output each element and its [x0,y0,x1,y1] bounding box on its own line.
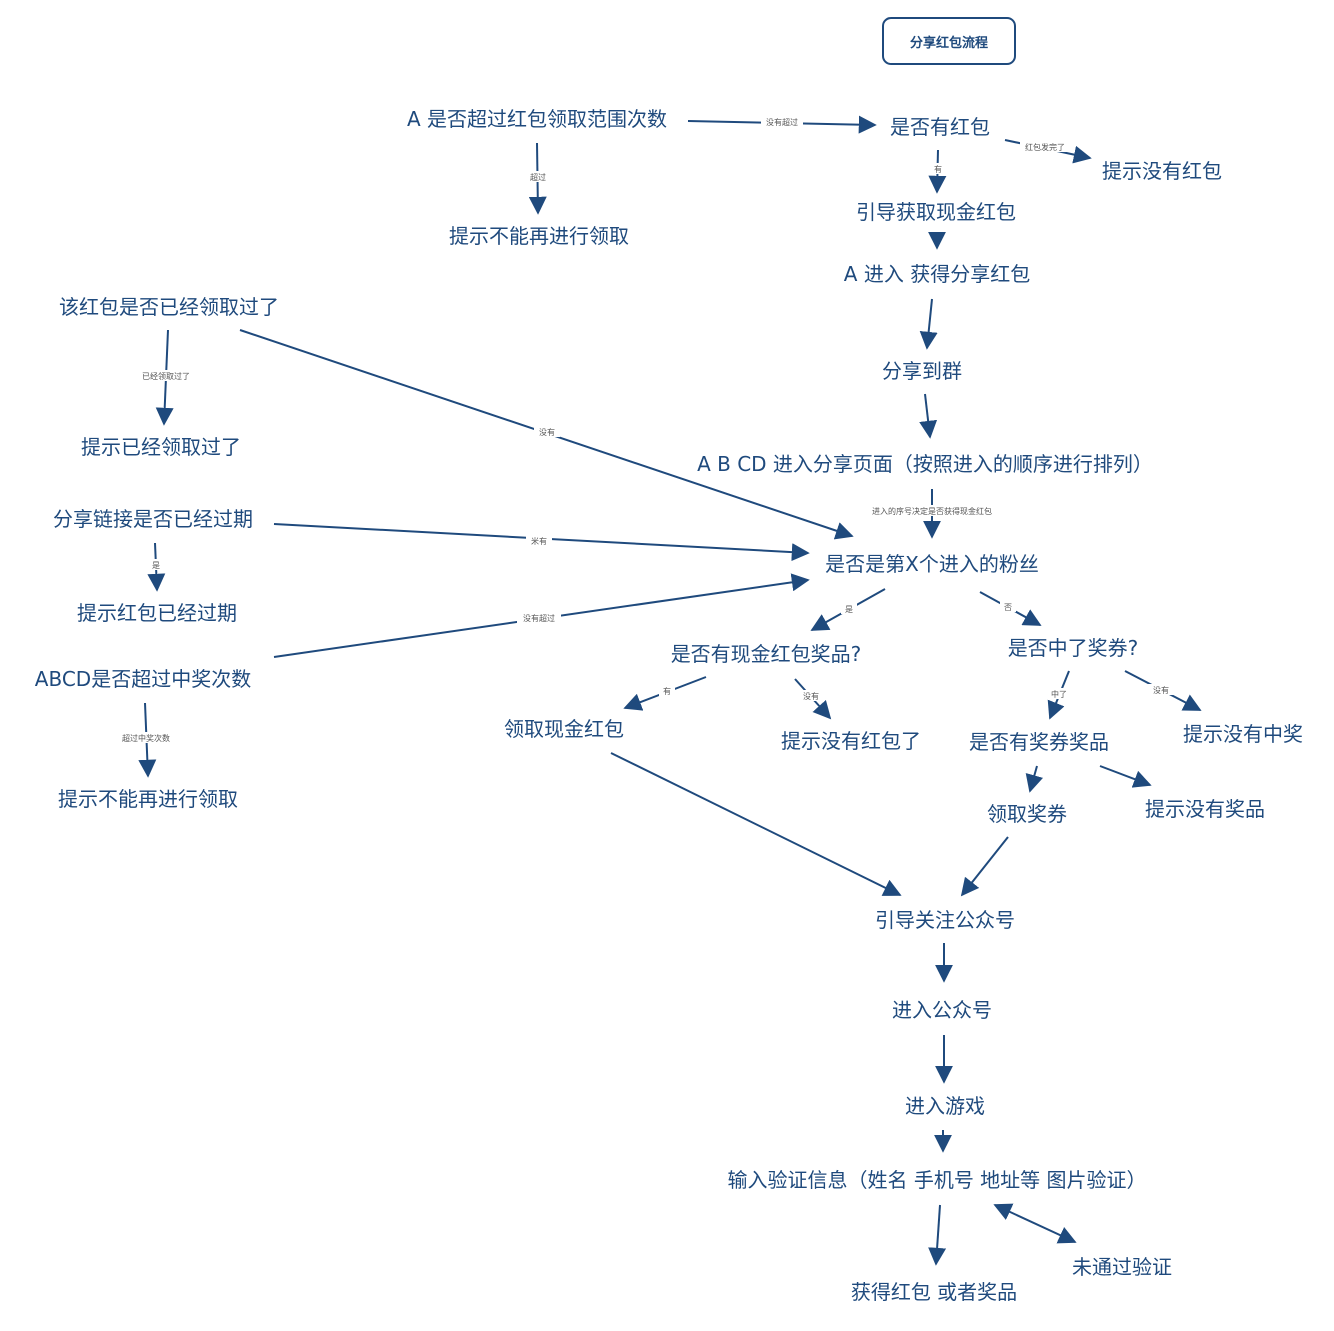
edge-label: 没有超过 [766,117,798,127]
edge-hascoupon-to-tipnoprize [1099,765,1152,788]
node-tip-expired: 提示红包已经过期 [77,601,237,625]
edge-label: 进入的序号决定是否获得现金红包 [872,506,992,516]
edge-label: 超过 [530,172,546,182]
diagram-title: 分享红包流程 [882,17,1016,65]
node-tip-no-rp-left: 提示没有红包了 [781,729,921,753]
node-guide-follow: 引导关注公众号 [875,908,1015,932]
node-a-enter: A 进入 获得分享红包 [843,262,1031,286]
node-tip-already-claimed: 提示已经领取过了 [81,435,241,459]
node-a-exceed: A 是否超过红包领取范围次数 [406,107,668,131]
edge-label: 没有超过 [523,613,555,623]
edge-label: 没有 [1153,685,1169,695]
node-has-coupon-prize: 是否有奖券奖品 [969,730,1109,754]
edge-label: 是 [152,561,160,570]
edge-label: 否 [1004,603,1012,612]
node-guide-cash: 引导获取现金红包 [856,200,1016,224]
node-tip-cannot-2: 提示不能再进行领取 [58,787,238,811]
edge-label: 有 [663,686,671,696]
node-input-verify: 输入验证信息（姓名 手机号 地址等 图片验证） [727,1168,1147,1192]
edge-input-to-reward [928,1204,947,1266]
node-has-cash-prize: 是否有现金红包奖品? [670,642,862,666]
edge-share-to-abcd [919,393,938,439]
node-has-rp: 是否有红包 [890,115,990,139]
edge-claimcoupon-to-follow [960,836,1009,897]
node-tip-cannot-1: 提示不能再进行领取 [449,224,629,248]
edge-claimcash-to-follow [610,752,902,896]
edge-label: 没有 [539,427,555,437]
node-tip-not-won: 提示没有中奖 [1183,722,1303,746]
edge-aenter-to-share [919,298,938,350]
edge-input-verify-failed [993,1203,1077,1244]
edge-label: 中了 [1051,689,1067,699]
node-tip-no-prize: 提示没有奖品 [1145,797,1265,821]
node-won-coupon: 是否中了奖券? [1007,636,1139,660]
node-is-xth-fan: 是否是第X个进入的粉丝 [825,552,1039,576]
node-verify-failed: 未通过验证 [1072,1255,1172,1279]
node-tip-no-rp: 提示没有红包 [1102,159,1222,183]
node-abcd-exceed: ABCD是否超过中奖次数 [34,667,252,691]
edge-label: 是 [845,605,853,614]
node-enter-game: 进入游戏 [905,1094,985,1118]
node-share-group: 分享到群 [882,359,962,383]
edge-label: 有 [934,164,942,174]
edge-label: 红包发完了 [1025,142,1065,152]
node-claim-coupon: 领取奖券 [987,802,1067,826]
node-abcd-enter: A B CD 进入分享页面（按照进入的顺序进行排列） [697,452,1153,476]
edge-label: 米有 [531,536,547,546]
node-claim-cash: 领取现金红包 [504,717,624,741]
node-enter-account: 进入公众号 [892,998,992,1022]
edge-hascoupon-to-claim [1025,765,1044,793]
node-get-reward: 获得红包 或者奖品 [850,1280,1018,1304]
edge-label: 超过中奖次数 [122,733,170,743]
edge-label: 已经领取过了 [142,371,190,381]
node-already-claimed-q: 该红包是否已经领取过了 [59,295,279,319]
edge-label: 没有 [803,691,819,701]
node-link-expired-q: 分享链接是否已经过期 [53,507,253,531]
